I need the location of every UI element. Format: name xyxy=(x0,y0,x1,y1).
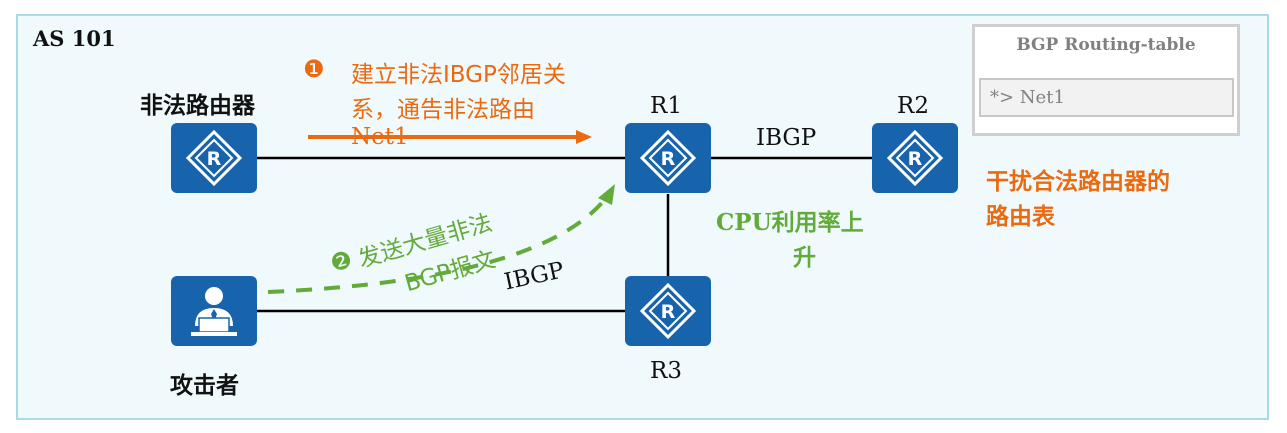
svg-text:R: R xyxy=(207,148,222,170)
bgp-table-entry: *> Net1 xyxy=(979,78,1234,117)
svg-text:R: R xyxy=(908,148,923,170)
router-icon: R xyxy=(639,129,697,187)
router-r3[interactable]: R xyxy=(625,276,711,346)
illegal-router-label: 非法路由器 xyxy=(140,93,255,119)
cpu-note-line2: 升 xyxy=(793,245,816,271)
svg-text:R: R xyxy=(661,148,676,170)
svg-text:R: R xyxy=(661,301,676,323)
bgp-routing-table: BGP Routing-table *> Net1 xyxy=(972,24,1240,136)
router-r2[interactable]: R xyxy=(872,123,958,193)
r1-label: R1 xyxy=(650,93,682,119)
router-r1[interactable]: R xyxy=(625,123,711,193)
step1-line1: 建立非法IBGP邻居关 xyxy=(351,62,566,88)
router-icon: R xyxy=(185,129,243,187)
interfere-note-line1: 干扰合法路由器的 xyxy=(986,169,1170,195)
r3-label: R3 xyxy=(650,358,682,384)
green-dashed-arrow xyxy=(267,196,608,294)
cpu-note-line1: CPU利用率上 xyxy=(716,209,864,236)
illegal-router[interactable]: R xyxy=(171,123,257,193)
attacker-node[interactable] xyxy=(171,276,257,346)
attacker-label: 攻击者 xyxy=(170,373,239,399)
router-icon: R xyxy=(886,129,944,187)
as-label: AS 101 xyxy=(33,26,116,51)
step1-number: ❶ xyxy=(303,55,325,83)
r2-label: R2 xyxy=(897,93,929,119)
step1-line2: 系，通告非法路由 xyxy=(351,97,535,123)
attacker-icon xyxy=(191,287,237,336)
orange-arrow-head xyxy=(576,130,592,144)
bgp-table-title: BGP Routing-table xyxy=(1016,35,1196,55)
green-arrow-head xyxy=(598,184,615,205)
step1-line3: Net1 xyxy=(351,124,409,150)
link-label-r1-r2: IBGP xyxy=(756,125,817,151)
interfere-note-line2: 路由表 xyxy=(986,204,1055,230)
router-icon: R xyxy=(639,282,697,340)
